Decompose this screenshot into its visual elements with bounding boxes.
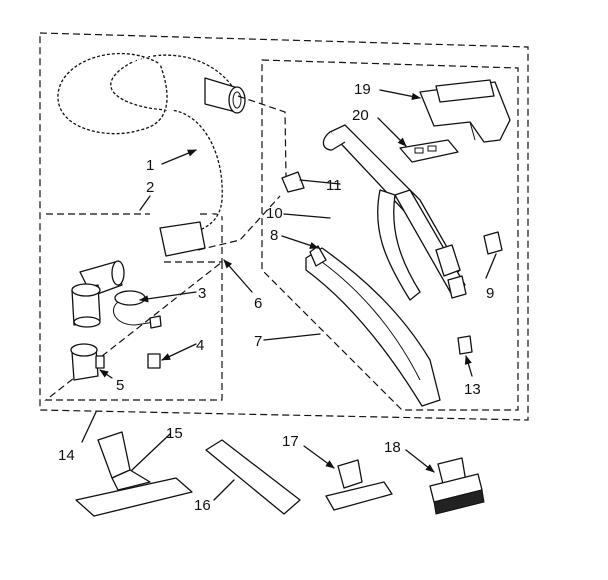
clip-part (113, 290, 162, 329)
leader-lines (81, 89, 497, 501)
callout-16: 16 (194, 497, 211, 514)
hose-part (51, 46, 246, 257)
callout-10: 10 (266, 205, 283, 222)
callout-19: 19 (354, 81, 371, 98)
tab-part (147, 353, 161, 369)
callout-15: 15 (166, 425, 183, 442)
outer-frame (39, 32, 529, 421)
switch-part (399, 139, 459, 163)
callout-9: 9 (486, 285, 494, 302)
floor-tool-part (75, 431, 193, 517)
holder-part (281, 171, 305, 193)
callout-2: 2 (146, 179, 154, 196)
cap-part (70, 343, 105, 381)
callout-17: 17 (282, 433, 299, 450)
callout-8: 8 (270, 227, 278, 244)
callout-1: 1 (146, 157, 154, 174)
brush-tool-part (429, 457, 485, 515)
callout-3: 3 (198, 285, 206, 302)
clip-13-part (457, 335, 473, 355)
upholstery-tool-part (325, 459, 393, 511)
crevice-tool-part (205, 439, 301, 515)
callout-6: 6 (254, 295, 262, 312)
callout-14: 14 (58, 447, 75, 464)
callout-4: 4 (196, 337, 204, 354)
handle-part (322, 124, 467, 301)
connector-part (71, 260, 125, 328)
callout-7: 7 (254, 333, 262, 350)
grip-part (305, 245, 441, 407)
callout-20: 20 (352, 107, 369, 124)
callout-5: 5 (116, 377, 124, 394)
switch-cover-part (419, 79, 511, 143)
callout-13: 13 (464, 381, 481, 398)
handle-assembly-frame (261, 59, 519, 411)
callout-18: 18 (384, 439, 401, 456)
clip-9-part (483, 231, 503, 255)
callout-11: 11 (326, 177, 342, 194)
